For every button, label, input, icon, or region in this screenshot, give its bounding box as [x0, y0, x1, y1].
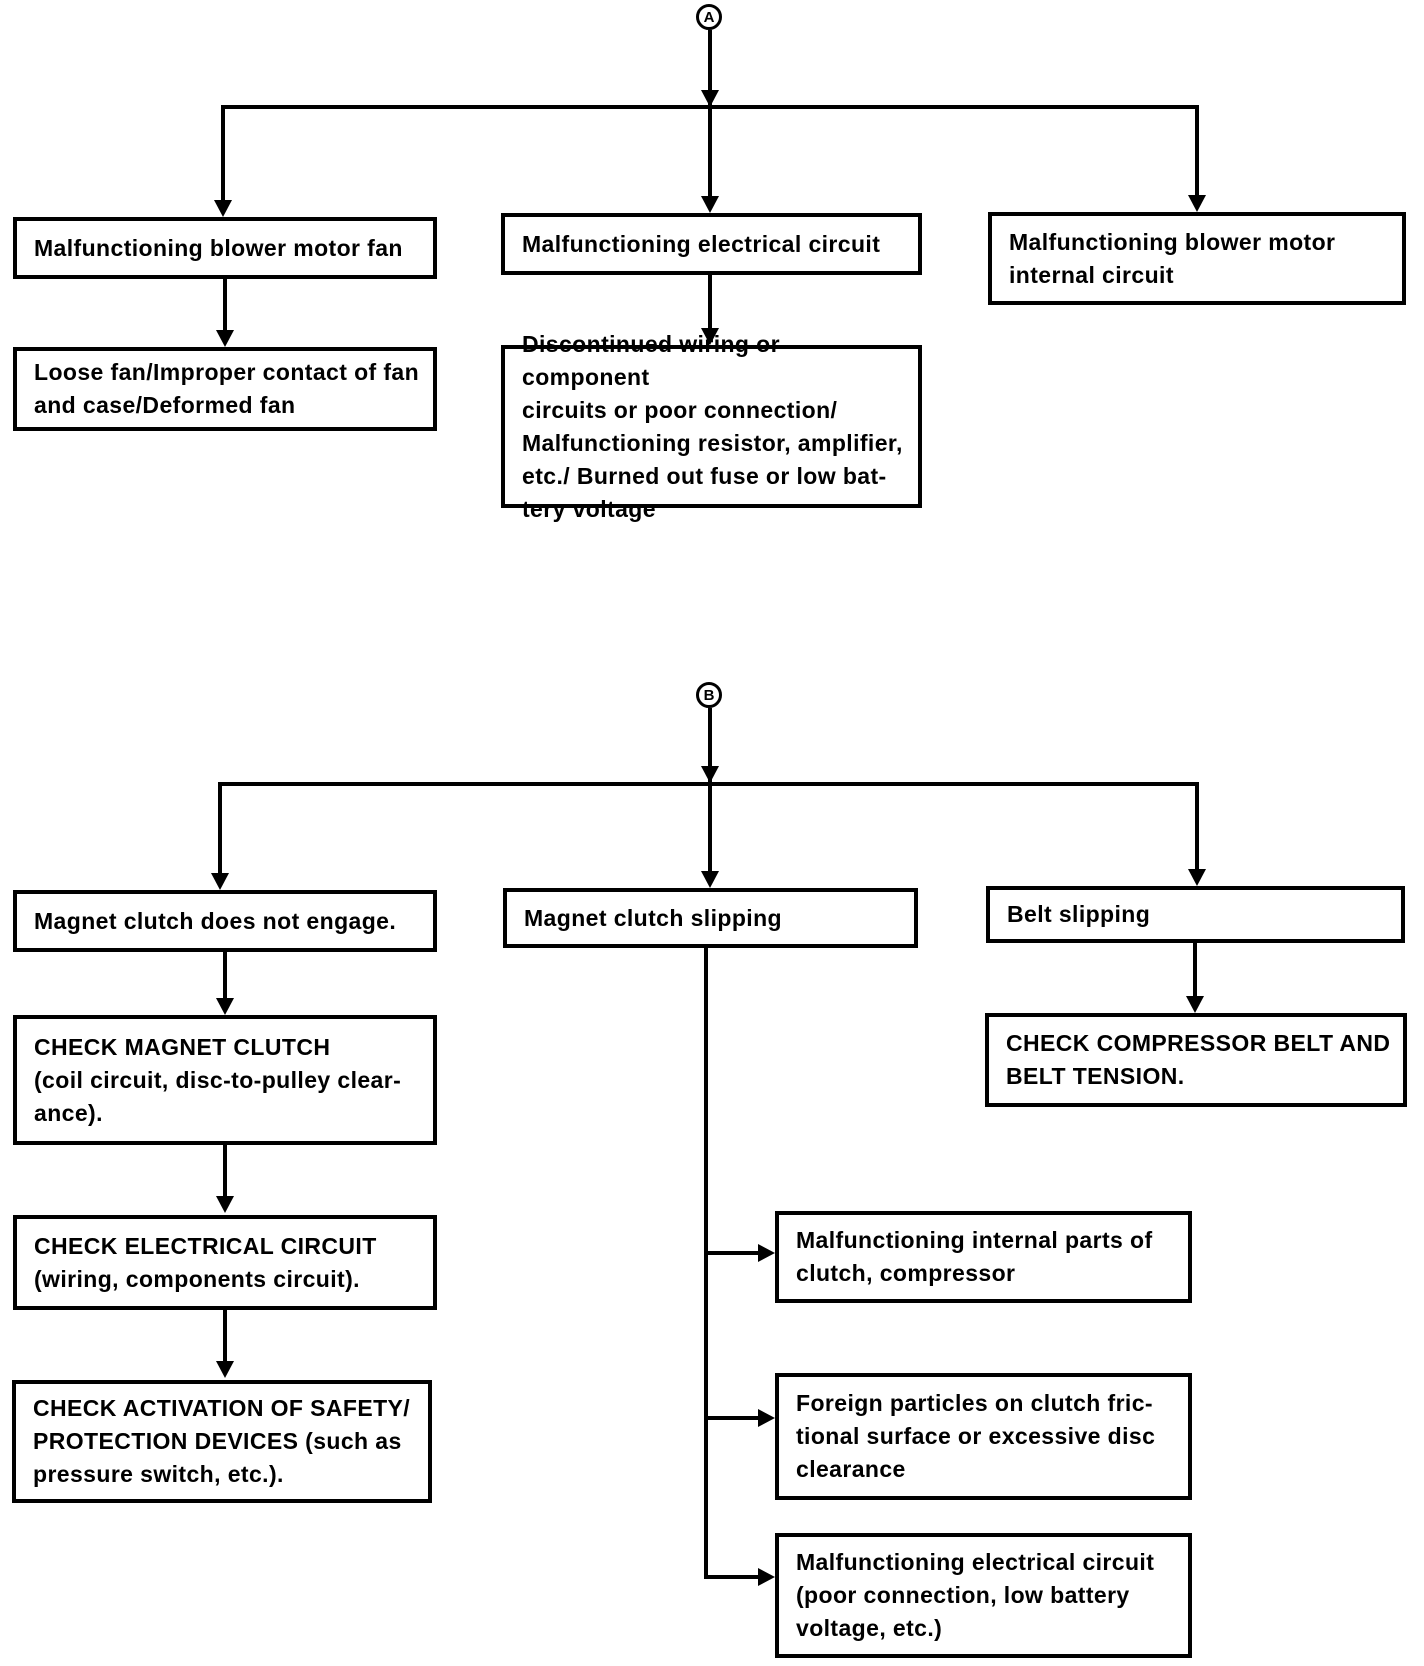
box-discontinued-wiring: Discontinued wiring or component circuit…: [501, 331, 922, 522]
box-label: Malfunctioning electrical circuit (poor …: [796, 1549, 1155, 1641]
arrowhead-down-icon: [1188, 869, 1206, 886]
arrowhead-right-icon: [758, 1568, 775, 1586]
connector-line: [708, 275, 712, 329]
section-a-marker-label: A: [703, 8, 715, 26]
connector-line: [1195, 782, 1199, 871]
box-label: CHECK ACTIVATION OF SAFETY/ PROTECTION D…: [33, 1395, 411, 1487]
box-belt-slipping: Belt slipping: [986, 886, 1405, 943]
arrowhead-down-icon: [701, 871, 719, 888]
box-malfunctioning-electrical-circuit-battery: Malfunctioning electrical circuit (poor …: [775, 1533, 1192, 1658]
arrowhead-down-icon: [214, 200, 232, 217]
box-label: Belt slipping: [1007, 901, 1151, 927]
arrowhead-down-icon: [701, 196, 719, 213]
box-label: Malfunctioning blower motor fan: [34, 234, 403, 261]
box-magnet-clutch-slipping: Magnet clutch slipping: [503, 888, 918, 948]
connector-line: [223, 1145, 227, 1197]
arrowhead-down-icon: [216, 1361, 234, 1378]
arrowhead-down-icon: [701, 766, 719, 783]
arrowhead-down-icon: [211, 873, 229, 890]
box-label: CHECK MAGNET CLUTCH (coil circuit, disc-…: [34, 1033, 402, 1126]
connector-line: [223, 952, 227, 999]
section-b-marker-label: B: [703, 686, 715, 704]
connector-line: [708, 708, 712, 784]
box-loose-fan-improper-contact: Loose fan/Improper contact of fan and ca…: [13, 347, 437, 431]
box-label: Malfunctioning internal parts of clutch,…: [796, 1227, 1153, 1286]
arrowhead-down-icon: [216, 1196, 234, 1213]
box-foreign-particles-clutch: Foreign particles on clutch fric- tional…: [775, 1373, 1192, 1500]
connector-line: [706, 1251, 759, 1255]
arrowhead-down-icon: [1186, 996, 1204, 1013]
connector-line: [708, 30, 712, 107]
connector-line: [708, 105, 712, 197]
box-label: Foreign particles on clutch fric- tional…: [796, 1390, 1156, 1482]
box-malfunctioning-internal-parts: Malfunctioning internal parts of clutch,…: [775, 1211, 1192, 1303]
box-label: Loose fan/Improper contact of fan and ca…: [34, 359, 420, 418]
box-label: Magnet clutch does not engage.: [34, 907, 397, 934]
arrowhead-right-icon: [758, 1409, 775, 1427]
box-magnet-clutch-does-not-engage: Magnet clutch does not engage.: [13, 890, 437, 952]
box-check-electrical-circuit: CHECK ELECTRICAL CIRCUIT (wiring, compon…: [13, 1215, 437, 1310]
connector-line: [221, 105, 225, 201]
connector-line: [708, 782, 712, 873]
arrowhead-right-icon: [758, 1244, 775, 1262]
arrowhead-down-icon: [701, 328, 719, 345]
connector-line: [223, 279, 227, 331]
section-b-marker: B: [696, 682, 722, 708]
box-label: Magnet clutch slipping: [524, 904, 782, 931]
box-malfunctioning-blower-motor-internal-circuit: Malfunctioning blower motor internal cir…: [988, 212, 1406, 305]
arrowhead-down-icon: [1188, 195, 1206, 212]
connector-line: [704, 948, 708, 1579]
box-label: Malfunctioning blower motor internal cir…: [1009, 228, 1336, 288]
box-label: CHECK ELECTRICAL CIRCUIT (wiring, compon…: [34, 1232, 377, 1292]
connector-line: [1193, 943, 1197, 997]
box-label: CHECK COMPRESSOR BELT AND BELT TENSION.: [1006, 1030, 1391, 1089]
arrowhead-down-icon: [701, 90, 719, 107]
connector-line: [218, 782, 222, 874]
connector-line: [706, 1416, 759, 1420]
box-check-activation-safety-devices: CHECK ACTIVATION OF SAFETY/ PROTECTION D…: [12, 1380, 432, 1503]
arrowhead-down-icon: [216, 998, 234, 1015]
box-check-compressor-belt: CHECK COMPRESSOR BELT AND BELT TENSION.: [985, 1013, 1407, 1107]
connector-line: [223, 1310, 227, 1362]
box-malfunctioning-electrical-circuit: Malfunctioning electrical circuit: [501, 213, 922, 275]
box-label: Discontinued wiring or component circuit…: [522, 330, 903, 522]
box-malfunctioning-blower-motor-fan: Malfunctioning blower motor fan: [13, 217, 437, 279]
arrowhead-down-icon: [216, 330, 234, 347]
box-label: Malfunctioning electrical circuit: [522, 230, 881, 257]
connector-line: [704, 1575, 759, 1579]
box-check-magnet-clutch: CHECK MAGNET CLUTCH (coil circuit, disc-…: [13, 1015, 437, 1145]
connector-line: [1195, 105, 1199, 196]
section-a-marker: A: [696, 4, 722, 30]
